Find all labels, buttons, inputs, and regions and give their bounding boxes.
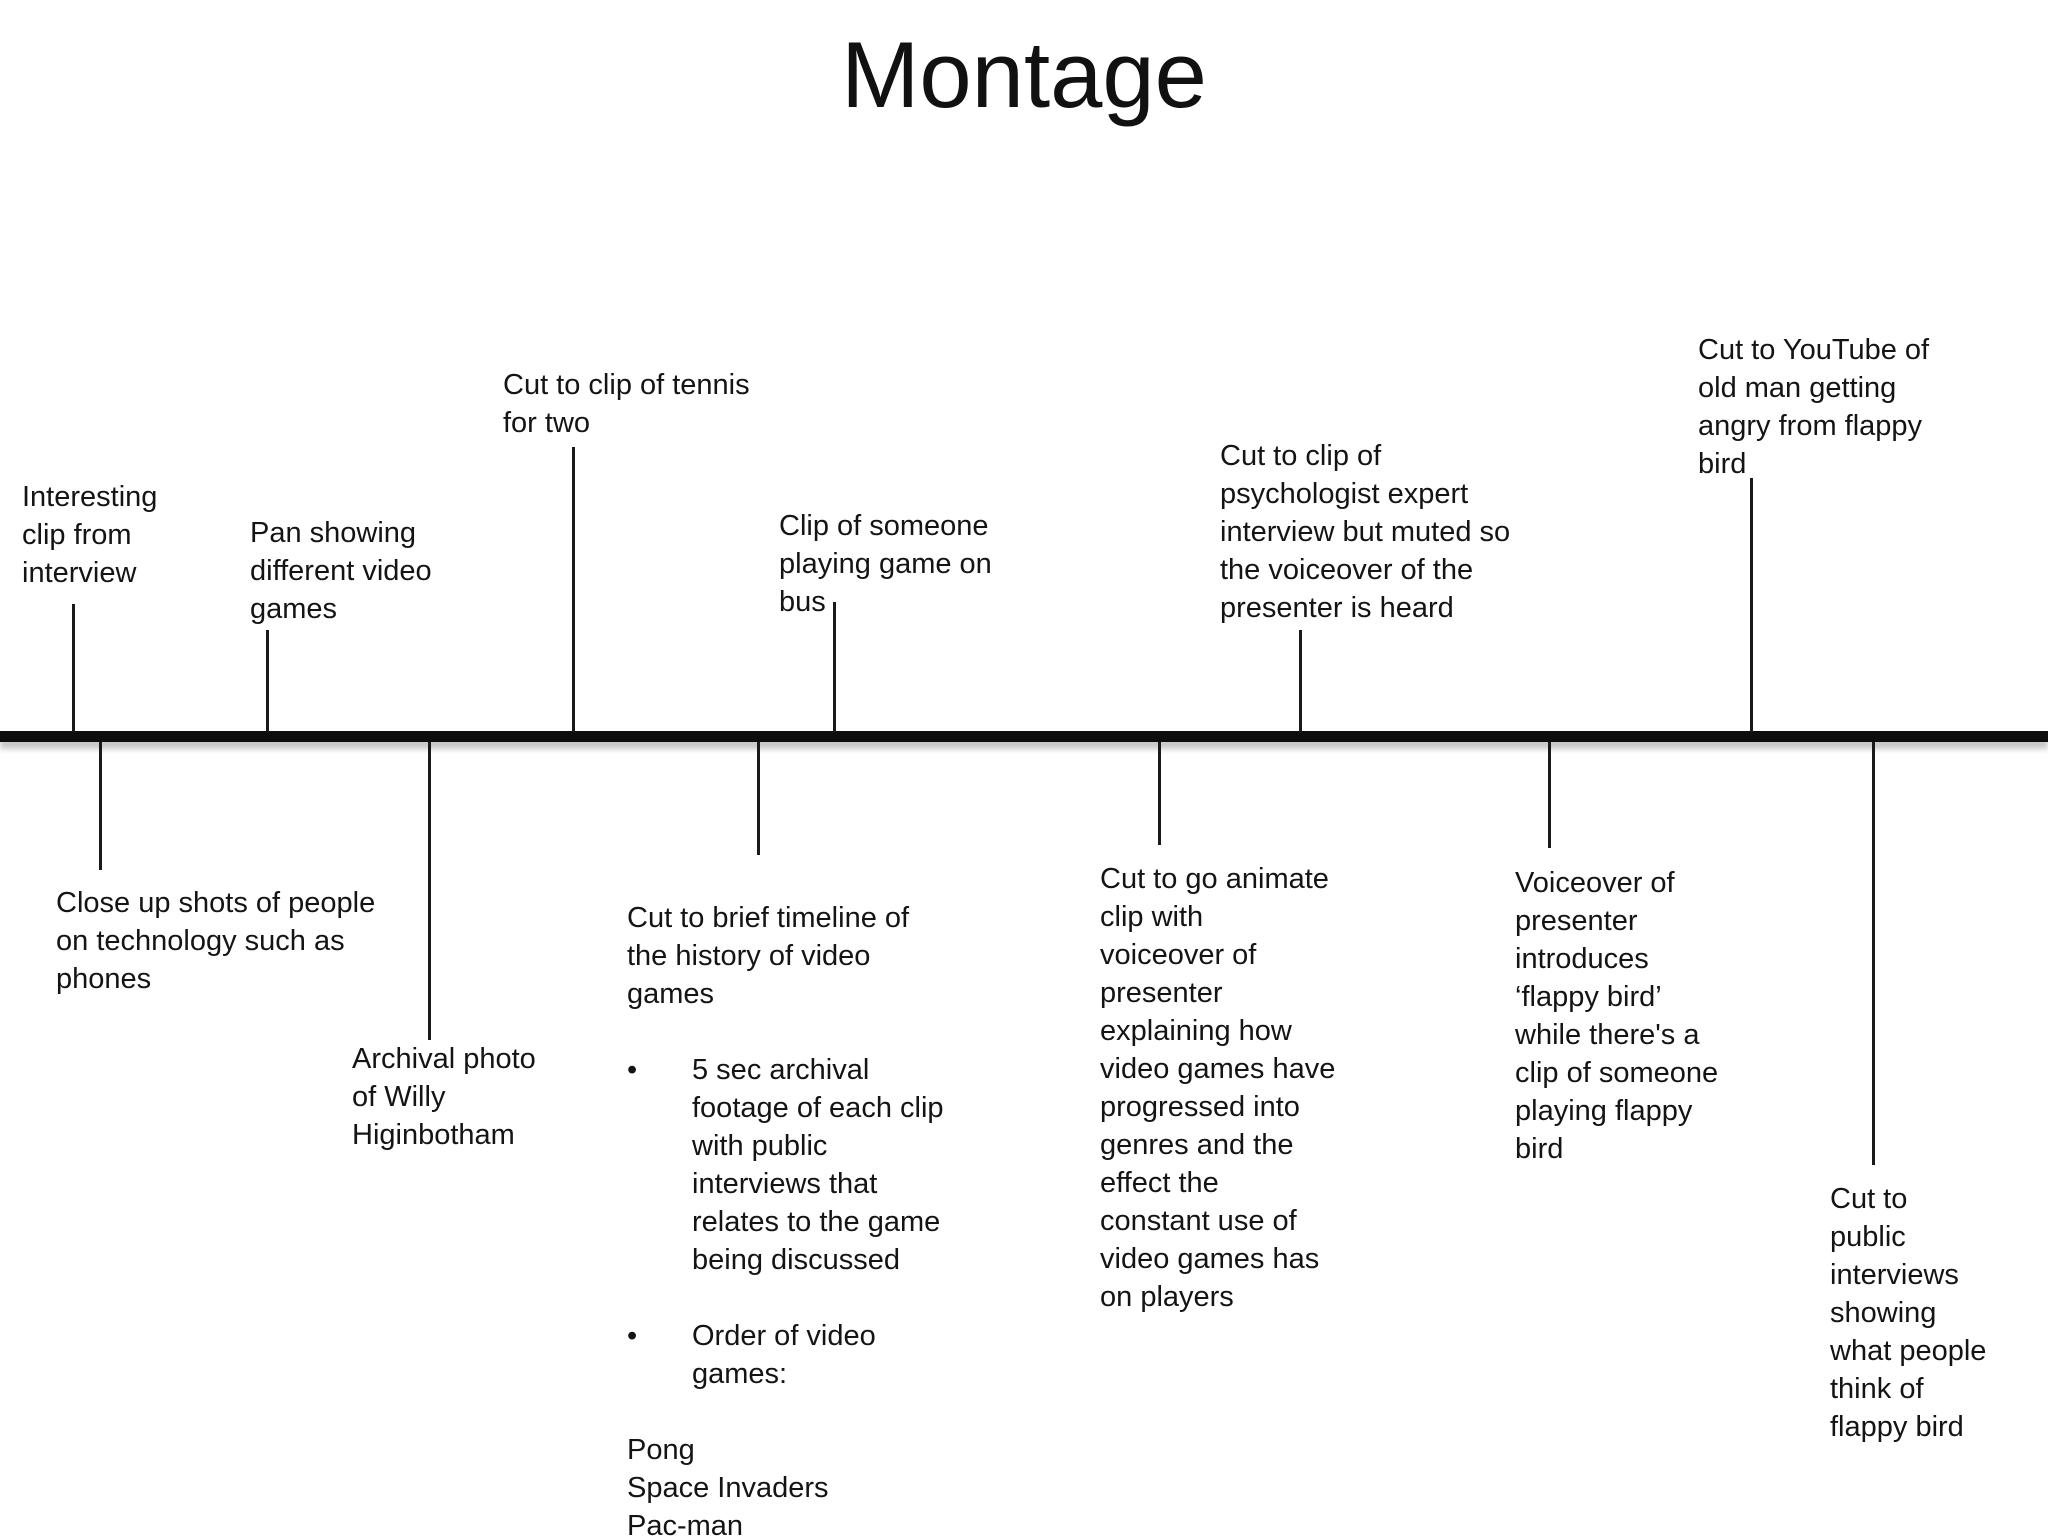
game-order-list: Pong Space Invaders Pac-man Super Mario …	[627, 1434, 829, 1536]
event-label-youtube-angry-clip: Cut to YouTube of old man getting angry …	[1698, 334, 1930, 480]
connector-archival-photo	[428, 742, 431, 1040]
event-label-voiceover-flappy: Voiceover of presenter introduces ‘flapp…	[1515, 867, 1719, 1165]
event-label-closeup-phones: Close up shots of people on technology s…	[56, 887, 376, 995]
connector-voiceover-flappy	[1548, 742, 1551, 848]
event-label-history-block: Cut to brief timeline of the history of …	[627, 861, 1027, 1536]
event-label-interview-clip: Interesting clip from interview	[22, 481, 158, 589]
history-bullet-1-text: 5 sec archival footage of each clip with…	[692, 1054, 944, 1276]
connector-bus-game-clip	[833, 602, 836, 732]
history-bullet-2-text: Order of video games:	[692, 1320, 876, 1390]
connector-public-interviews	[1872, 742, 1875, 1165]
bullet-icon: •	[627, 1320, 638, 1352]
event-label-archival-photo: Archival photo of Willy Higinbotham	[352, 1043, 536, 1151]
connector-psychologist-clip	[1299, 630, 1302, 732]
connector-closeup-phones	[99, 742, 102, 870]
history-intro-text: Cut to brief timeline of the history of …	[627, 902, 910, 1010]
history-bullet-item-2: • Order of video games:	[627, 1317, 1027, 1393]
history-bullet-item-1: • 5 sec archival footage of each clip wi…	[627, 1051, 1027, 1279]
slide-title: Montage	[841, 22, 1207, 127]
connector-youtube-angry-clip	[1750, 478, 1753, 732]
connector-go-animate-clip	[1158, 742, 1161, 845]
timeline-axis	[0, 731, 2048, 742]
connector-interview-clip	[72, 604, 75, 732]
connector-pan-games	[266, 630, 269, 732]
connector-history-block	[757, 742, 760, 855]
event-label-bus-game-clip: Clip of someone playing game on bus	[779, 510, 992, 618]
event-label-pan-games: Pan showing different video games	[250, 517, 432, 625]
connector-tennis-clip	[572, 447, 575, 732]
event-label-tennis-clip: Cut to clip of tennis for two	[503, 369, 750, 439]
event-label-public-interviews: Cut to public interviews showing what pe…	[1830, 1183, 1987, 1443]
event-label-psychologist-clip: Cut to clip of psychologist expert inter…	[1220, 440, 1511, 624]
event-label-go-animate-clip: Cut to go animate clip with voiceover of…	[1100, 863, 1336, 1313]
bullet-icon: •	[627, 1054, 638, 1086]
